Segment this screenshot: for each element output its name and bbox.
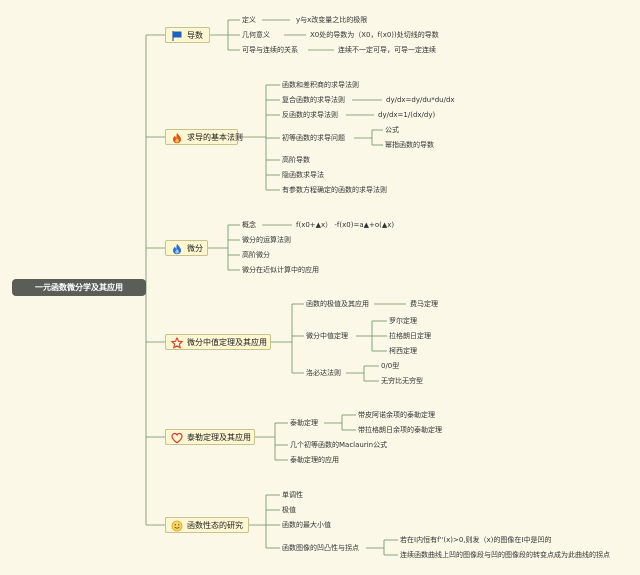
leaf-cauchy[interactable]: 柯西定理 <box>389 347 417 355</box>
node-taylor-applications[interactable]: 泰勒定理的应用 <box>290 456 339 464</box>
node-concept[interactable]: 概念 <box>242 221 256 229</box>
node-extremum[interactable]: 极值 <box>282 506 296 514</box>
leaf-peano-remainder[interactable]: 带皮阿诺余项的泰勒定理 <box>358 411 435 419</box>
branch-label: 导数 <box>187 31 203 40</box>
node-implicit-differentiation[interactable]: 隐函数求导法 <box>282 171 324 179</box>
node-definition[interactable]: 定义 <box>242 16 256 24</box>
note-concept: f(x0+▲x） -f(x0)=a▲+o(▲x) <box>296 221 395 229</box>
leaf-zero-over-zero[interactable]: 0/0型 <box>381 362 400 370</box>
branch-label: 微分 <box>187 244 203 253</box>
branch-node-mean-value-theorem[interactable]: 微分中值定理及其应用 <box>165 334 271 350</box>
leaf-rolle[interactable]: 罗尔定理 <box>389 317 417 325</box>
note-definition: y与x改变量之比的极限 <box>296 16 368 24</box>
node-extrema[interactable]: 函数的极值及其应用 <box>306 300 369 308</box>
node-geometric-meaning[interactable]: 几何意义 <box>242 31 270 39</box>
node-taylor[interactable]: 泰勒定理 <box>290 419 318 427</box>
node-mean-value[interactable]: 微分中值定理 <box>306 332 348 340</box>
node-differential-rules[interactable]: 微分的运算法则 <box>242 236 291 244</box>
branch-label: 微分中值定理及其应用 <box>187 338 267 347</box>
branch-node-derivative[interactable]: 导数 <box>165 27 210 43</box>
note-differentiability-continuity: 连续不一定可导，可导一定连续 <box>338 46 436 54</box>
flag-icon <box>171 30 183 42</box>
node-maclaurin[interactable]: 几个初等函数的Maclaurin公式 <box>290 441 388 449</box>
heart-icon <box>171 432 183 444</box>
note-geometric-meaning: X0处的导数为（X0，f(x0))处切线的导数 <box>310 31 439 39</box>
node-differentiability-continuity[interactable]: 可导与连续的关系 <box>242 46 298 54</box>
node-concavity-inflection[interactable]: 函数图像的凹凸性与拐点 <box>282 544 359 552</box>
note-chain-rule: dy/dx=dy/du*du/dx <box>386 96 455 104</box>
branch-node-differential[interactable]: 微分 <box>165 240 208 256</box>
smiley-icon <box>171 520 183 532</box>
node-max-min[interactable]: 函数的最大小值 <box>282 521 331 529</box>
leaf-power-exponential[interactable]: 幂指函数的导数 <box>385 141 434 149</box>
leaf-inf-over-inf[interactable]: 无穷比无穷型 <box>381 377 423 385</box>
branch-label: 函数性态的研究 <box>187 521 243 530</box>
leaf-lagrange[interactable]: 拉格朗日定理 <box>389 332 431 340</box>
node-approximation[interactable]: 微分在近似计算中的应用 <box>242 266 319 274</box>
leaf-lagrange-remainder[interactable]: 带拉格朗日余项的泰勒定理 <box>358 426 442 434</box>
branch-label: 泰勒定理及其应用 <box>187 433 251 442</box>
branch-node-derivation-rules[interactable]: 求导的基本法则 <box>165 129 243 145</box>
star-icon <box>171 337 183 349</box>
branch-label: 求导的基本法则 <box>187 133 243 142</box>
node-parametric-differentiation[interactable]: 有参数方程确定的函数的求导法则 <box>282 186 387 194</box>
node-monotonicity[interactable]: 单调性 <box>282 491 303 499</box>
note-inverse-rule: dy/dx=1/(dx/dy) <box>378 111 436 119</box>
node-chain-rule[interactable]: 复合函数的求导法则 <box>282 96 345 104</box>
fire-icon <box>171 132 183 144</box>
node-higher-differentials[interactable]: 高阶微分 <box>242 251 270 259</box>
node-inverse-rule[interactable]: 反函数的求导法则 <box>282 111 338 119</box>
node-higher-derivatives[interactable]: 高阶导数 <box>282 156 310 164</box>
root-node[interactable]: 一元函数微分学及其应用 <box>12 279 146 296</box>
leaf-concavity-condition[interactable]: 若在I内恒有f''(x)>0,则发（x)的图像在I中是凹的 <box>400 536 552 544</box>
leaf-formula[interactable]: 公式 <box>385 126 399 134</box>
node-elementary-functions[interactable]: 初等函数的求导问题 <box>282 134 345 142</box>
leaf-inflection-definition[interactable]: 连续函数曲线上凹的图像段与凹的图像段的转变点成为此曲线的拐点 <box>400 551 610 559</box>
branch-node-function-behavior[interactable]: 函数性态的研究 <box>165 517 249 533</box>
leaf-fermat[interactable]: 费马定理 <box>410 300 438 308</box>
node-arithmetic-rules[interactable]: 函数和差积商的求导法则 <box>282 81 359 89</box>
flame-icon <box>171 243 183 255</box>
node-lhopital[interactable]: 洛必达法则 <box>306 369 341 377</box>
branch-node-taylor-theorem[interactable]: 泰勒定理及其应用 <box>165 429 255 445</box>
